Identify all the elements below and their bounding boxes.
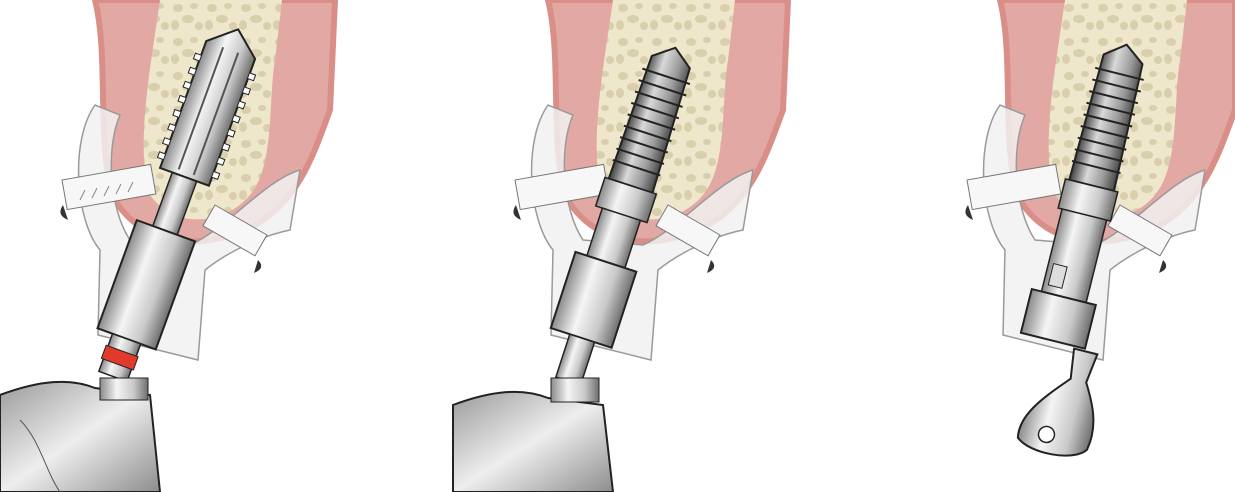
panel-implant-handpiece	[411, 0, 823, 492]
panel-implant-manual	[823, 0, 1235, 492]
contra-angle-handpiece	[0, 378, 160, 492]
contra-angle-handpiece	[453, 378, 613, 492]
panel-drilling	[0, 0, 412, 492]
